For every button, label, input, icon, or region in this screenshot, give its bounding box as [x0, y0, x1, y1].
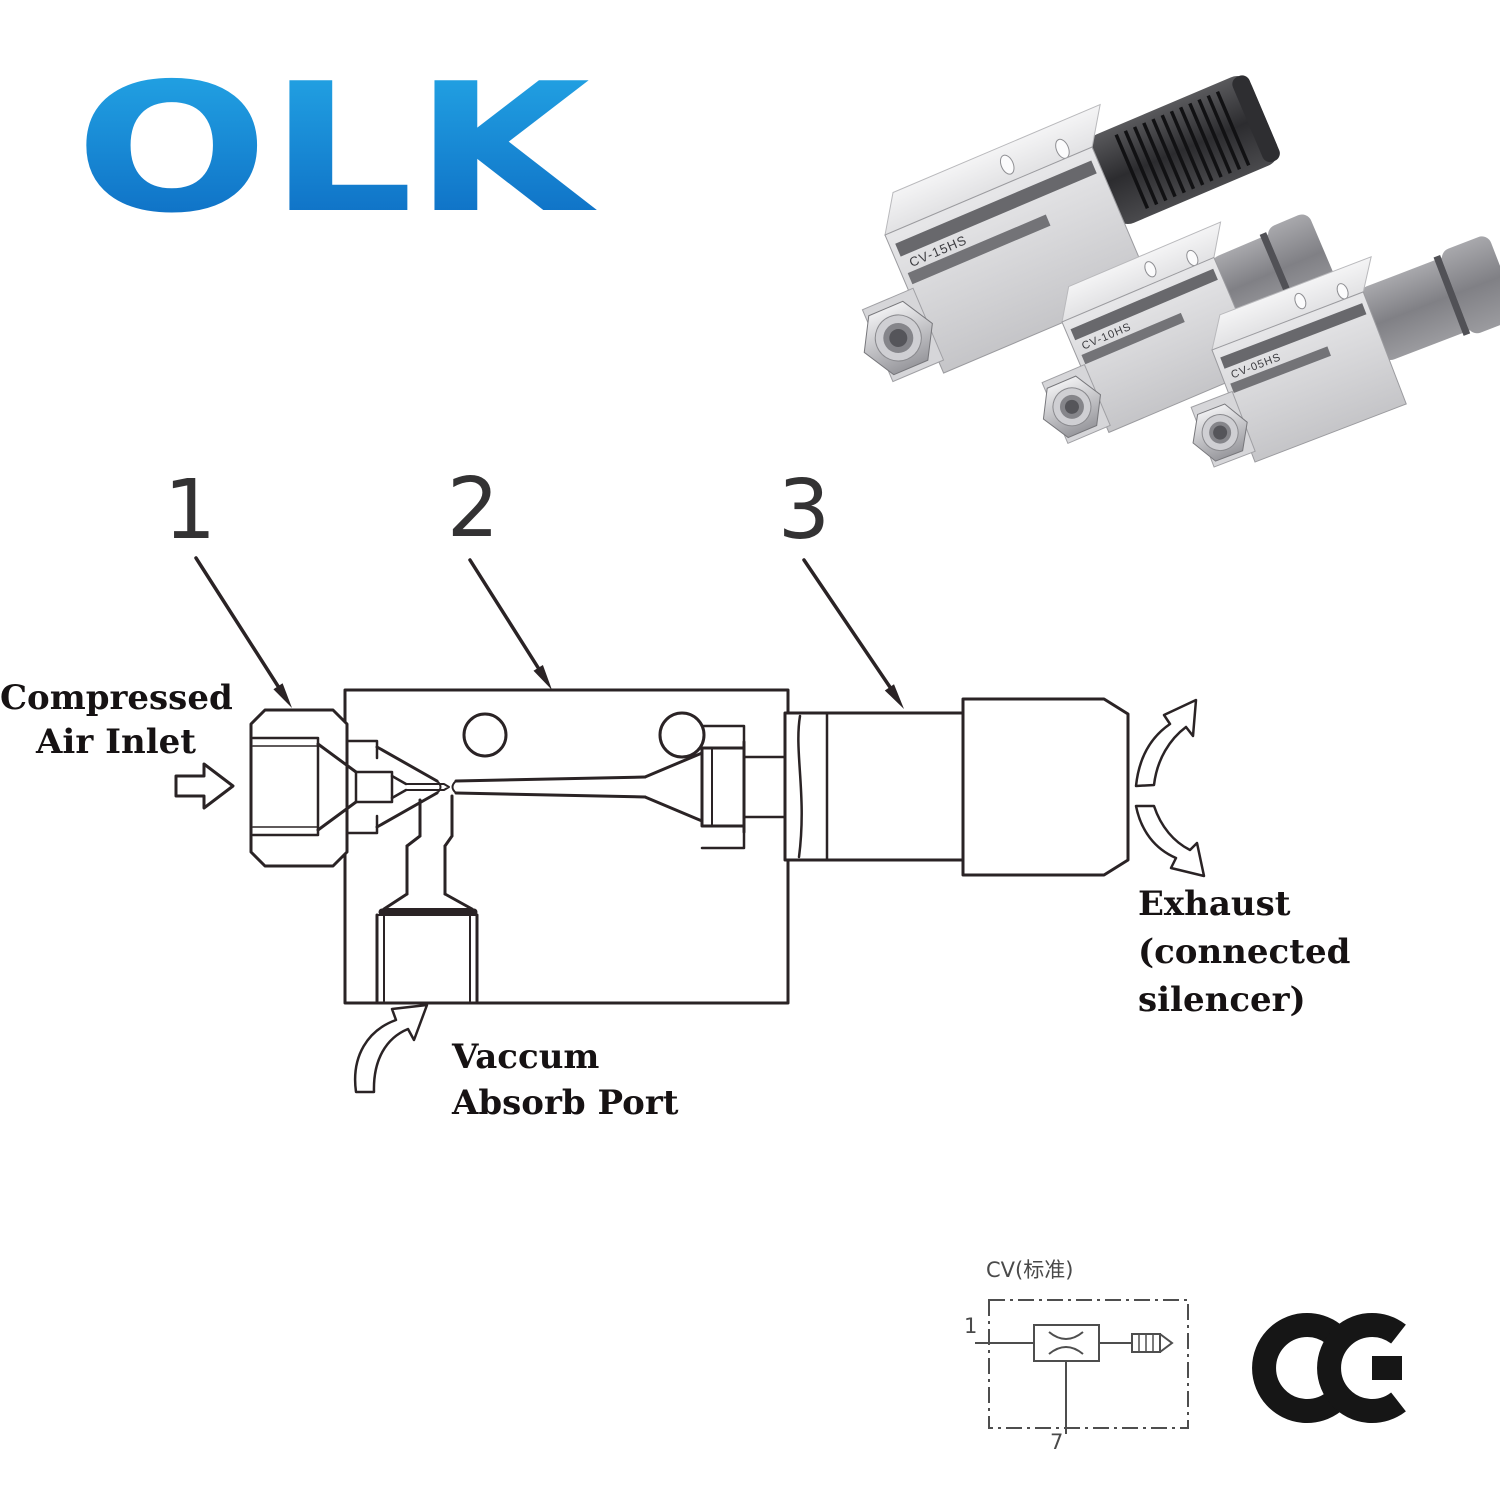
callout-number-2: 2: [446, 461, 500, 556]
label-stripe: [1081, 312, 1185, 365]
vacuum-port-section: [375, 794, 479, 1003]
diffuser-section: [451, 724, 787, 850]
label-stripe: [907, 214, 1051, 285]
callout-number-3: 3: [777, 463, 831, 558]
product-unit-small: CV-05HS: [1190, 236, 1500, 468]
exhaust-label-line2: (connected silencer): [1138, 932, 1351, 1020]
hex-fitting: [1042, 375, 1102, 439]
silencer-large: [1086, 76, 1279, 225]
leader-arrowhead: [533, 665, 552, 690]
brand-logo-text: OLK: [75, 58, 598, 233]
label-stripe: [1220, 303, 1367, 369]
product-photo: CV-15HS CV-10HS: [861, 75, 1500, 468]
leader-arrowhead: [884, 684, 904, 709]
inlet-fitting-section: [249, 708, 349, 868]
exhaust-label: Exhaust (connected silencer): [1138, 880, 1500, 1024]
exhaust-label-line1: Exhaust: [1138, 884, 1291, 924]
pneumatic-schematic: [975, 1299, 1189, 1434]
silencer-cap: [1441, 236, 1500, 334]
body-hole-right: [658, 711, 706, 759]
nozzle-section: [316, 739, 450, 835]
body-block: [343, 688, 790, 1005]
label-stripe: [895, 160, 1097, 257]
inlet-label-line1: Compressed: [0, 678, 233, 718]
product-unit-large: CV-15HS: [861, 75, 1280, 383]
body-hole-left: [462, 712, 508, 758]
schematic-silencer-symbol: [1131, 1333, 1174, 1353]
mount-hole: [1294, 292, 1307, 310]
brand-logo: OLK: [75, 58, 598, 233]
vacuum-label-line2: Absorb Port: [452, 1083, 679, 1123]
vacuum-arrow-icon: [353, 1003, 429, 1094]
silencer-cap: [1232, 75, 1280, 163]
silencer-ring: [1433, 254, 1471, 336]
leader-arrowhead: [273, 683, 292, 708]
mount-hole: [999, 154, 1015, 175]
inlet-arrow-icon: [174, 762, 235, 810]
silencer-vent-slots: [1114, 91, 1251, 210]
schematic-venturi-box: [1033, 1324, 1100, 1362]
inlet-label-line2: Air Inlet: [36, 722, 196, 762]
schematic-venturi-arc: [1048, 1346, 1084, 1355]
label-stripe: [1070, 268, 1218, 341]
hex-fitting: [1192, 403, 1248, 462]
exhaust-arrow-up-icon: [1134, 698, 1198, 788]
schematic-port-1-label: 1: [964, 1314, 978, 1338]
silencer-section: [783, 697, 1130, 877]
callout-leaders: [194, 556, 904, 709]
exhaust-arrow-down-icon: [1134, 804, 1206, 878]
vacuum-absorb-port-label: Vaccum Absorb Port: [452, 1034, 678, 1126]
vacuum-label-line1: Vaccum: [452, 1037, 600, 1077]
schematic-boundary: [988, 1299, 1189, 1429]
schematic-port-7-label: 7: [1050, 1430, 1064, 1454]
hex-fitting: [863, 300, 933, 376]
callout-number-1: 1: [163, 463, 217, 558]
compressed-air-inlet-label: Compressed Air Inlet: [0, 676, 233, 764]
schematic-title: CV(标准): [986, 1258, 1074, 1282]
mount-hole: [1144, 261, 1157, 278]
ce-mark-icon: CE: [1252, 1313, 1406, 1423]
label-stripe: [1230, 346, 1331, 394]
schematic-venturi-arc: [1048, 1331, 1084, 1340]
